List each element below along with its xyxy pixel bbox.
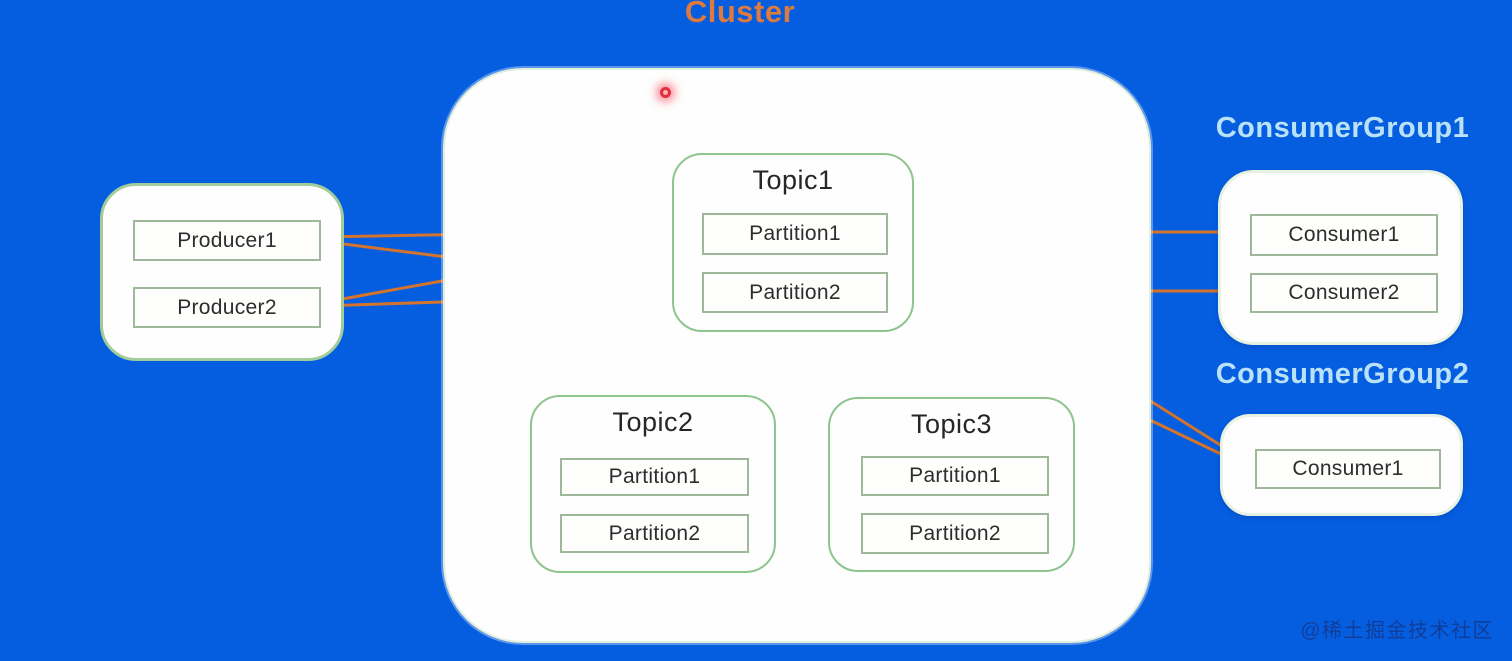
producer-node: Producer2 bbox=[133, 287, 321, 328]
consumer-group1-box: Consumer1 Consumer2 bbox=[1218, 170, 1463, 345]
topic3-box: Topic3 Partition1 Partition2 bbox=[828, 397, 1075, 572]
topic-title: Topic1 bbox=[752, 165, 834, 195]
consumer-node: Consumer1 bbox=[1255, 449, 1441, 489]
consumer-node: Consumer1 bbox=[1250, 214, 1438, 256]
producer-node: Producer1 bbox=[133, 220, 321, 261]
partition-node: Partition2 bbox=[861, 513, 1049, 554]
partition-node: Partition2 bbox=[702, 272, 888, 313]
cluster-title: Cluster bbox=[684, 0, 796, 29]
partition-node: Partition2 bbox=[560, 514, 749, 553]
topic-title: Topic3 bbox=[910, 409, 993, 439]
topic-title: Topic2 bbox=[612, 407, 694, 437]
laser-pointer-dot bbox=[660, 87, 671, 98]
producers-box: Producer1 Producer2 bbox=[100, 183, 344, 361]
watermark: @稀土掘金技术社区 bbox=[1300, 620, 1494, 642]
consumer-node: Consumer2 bbox=[1250, 273, 1438, 313]
consumer-group2-label: ConsumerGroup2 bbox=[1215, 358, 1470, 390]
consumer-group1-label: ConsumerGroup1 bbox=[1215, 112, 1470, 144]
topic1-box: Topic1 Partition1 Partition2 bbox=[672, 153, 914, 332]
partition-node: Partition1 bbox=[702, 213, 888, 255]
topic2-box: Topic2 Partition1 Partition2 bbox=[530, 395, 776, 573]
partition-node: Partition1 bbox=[861, 456, 1049, 496]
partition-node: Partition1 bbox=[560, 458, 749, 496]
consumer-group2-box: Consumer1 bbox=[1220, 414, 1463, 516]
